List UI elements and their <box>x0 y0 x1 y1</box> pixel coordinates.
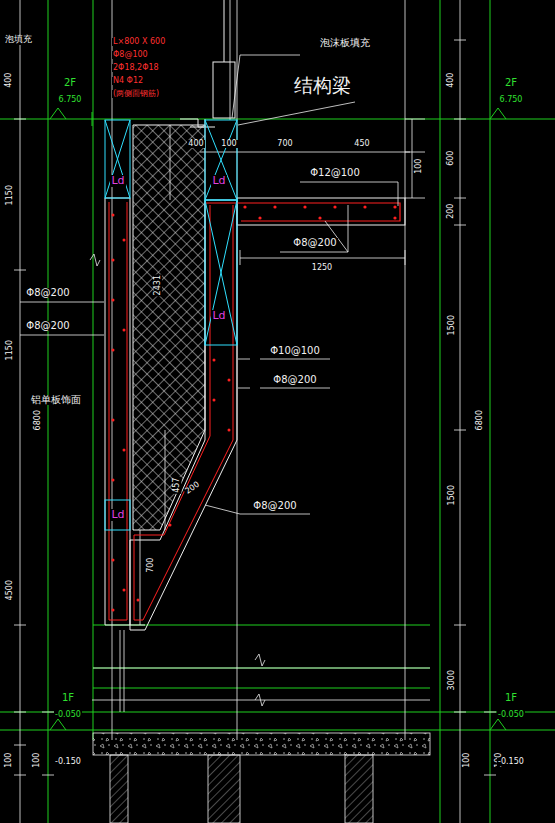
drawing-label: 700 <box>148 556 156 573</box>
drawing-label: -0.050 <box>497 711 525 719</box>
drawing-label: 铝单板饰面 <box>30 395 82 406</box>
drawing-label: 100 <box>34 751 42 768</box>
drawing-label: L×800 X 600 <box>112 38 166 46</box>
drawing-label: 1500 <box>448 484 456 506</box>
drawing-label: 457 <box>174 476 182 493</box>
drawing-label: Φ10@100 <box>269 346 321 357</box>
drawing-label: 400 <box>187 140 204 148</box>
drawing-label: 100 <box>6 751 14 768</box>
drawing-label: 泡填充 <box>4 35 33 44</box>
drawing-label: Φ8@200 <box>252 501 297 512</box>
drawing-label: 6.750 <box>58 96 83 104</box>
drawing-label: Φ8@200 <box>272 375 317 386</box>
drawing-label: Φ12@100 <box>309 168 361 179</box>
drawing-label: 2Φ18,2Φ18 <box>112 64 160 72</box>
drawing-label: 700 <box>276 140 293 148</box>
drawing-label: 600 <box>448 149 456 166</box>
drawing-label: 450 <box>353 140 370 148</box>
drawing-label: 1150 <box>6 184 14 206</box>
drawing-label: Φ8@200 <box>292 238 337 249</box>
drawing-label: 3000 <box>448 669 456 691</box>
drawing-label: Ld <box>211 175 226 187</box>
drawing-label: 2F <box>63 78 77 89</box>
drawing-label: 泡沫板填充 <box>319 38 371 49</box>
drawing-label: 1F <box>61 693 75 704</box>
drawing-label: -0.150 <box>54 758 82 766</box>
drawing-label: 1F <box>504 693 518 704</box>
drawing-label: 1250 <box>311 264 333 272</box>
drawing-label: 400 <box>448 71 456 88</box>
drawing-label: 200 <box>448 202 456 219</box>
drawing-label: 结构梁 <box>293 76 352 96</box>
drawing-label: 100 <box>464 751 472 768</box>
drawing-label: 1150 <box>6 339 14 361</box>
drawing-label: N4 Φ12 <box>112 77 144 85</box>
drawing-label: Φ8@100 <box>112 51 149 59</box>
drawing-label: 6800 <box>34 409 42 431</box>
drawing-label: 6800 <box>476 409 484 431</box>
drawing-label: 100 <box>220 140 237 148</box>
drawing-label: 4500 <box>6 579 14 601</box>
drawing-label: Ld <box>110 509 125 521</box>
drawing-label: Ld <box>110 175 125 187</box>
drawing-label: Φ8@200 <box>25 321 70 332</box>
drawing-label: 100 <box>416 157 424 174</box>
drawing-label: Ld <box>211 310 226 322</box>
drawing-label: Φ8@200 <box>25 288 70 299</box>
drawing-label: 2431 <box>154 274 162 296</box>
drawing-label: 2F <box>504 78 518 89</box>
drawing-label: 6.750 <box>499 96 524 104</box>
drawing-label: -0.150 <box>497 758 525 766</box>
drawing-label: 400 <box>6 71 14 88</box>
drawing-label: 1500 <box>448 314 456 336</box>
drawing-label: -0.050 <box>54 711 82 719</box>
drawing-label: (两侧面钢筋) <box>112 90 160 98</box>
